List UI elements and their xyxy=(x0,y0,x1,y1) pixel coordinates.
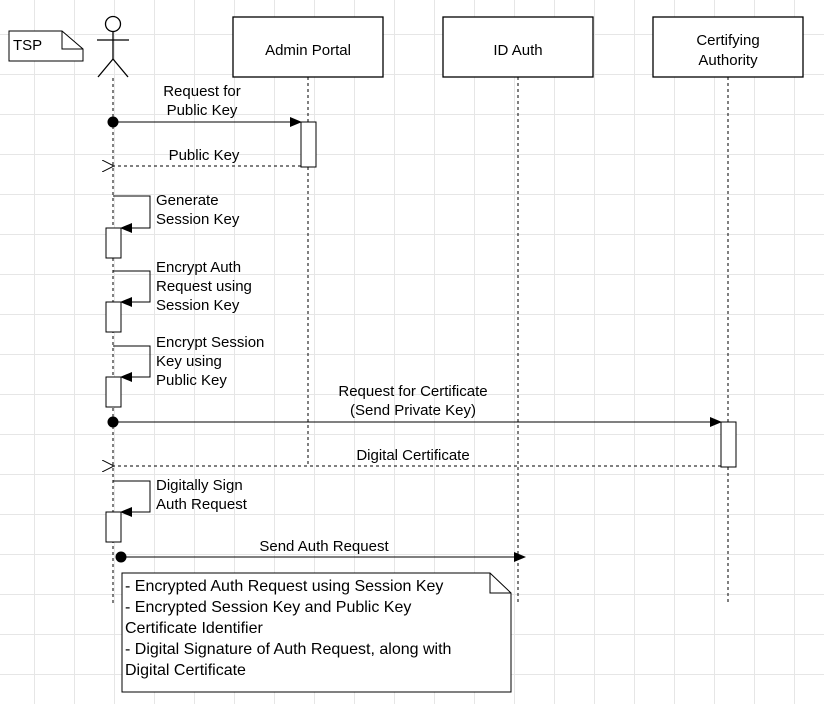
encrypt-session-label-line2: Key using xyxy=(156,353,222,370)
note-line-3: Certificate Identifier xyxy=(125,620,264,637)
request-certificate-label-line1: Request for Certificate xyxy=(338,383,487,400)
note-line-2: - Encrypted Session Key and Public Key xyxy=(125,599,411,616)
admin-portal-participant: Admin Portal xyxy=(232,16,384,78)
certifying-authority-label-line2: Authority xyxy=(698,52,758,69)
tsp-activation-2 xyxy=(105,301,122,333)
digitally-sign-label-line1: Digitally Sign xyxy=(156,477,243,494)
encrypt-auth-label-line1: Encrypt Auth xyxy=(156,259,241,276)
note-line-5: Digital Certificate xyxy=(125,662,246,679)
encrypt-auth-request-self-arrow xyxy=(113,270,151,307)
send-auth-request-label: Send Auth Request xyxy=(259,538,389,555)
certifying-authority-participant: Certifying Authority xyxy=(652,16,804,78)
certifying-authority-activation xyxy=(720,421,737,468)
admin-portal-label: Admin Portal xyxy=(265,42,351,59)
request-public-key-label-line2: Public Key xyxy=(167,102,238,119)
digitally-sign-label-line2: Auth Request xyxy=(156,496,248,513)
digitally-sign-self-arrow xyxy=(113,480,151,517)
generate-session-key-label-line2: Session Key xyxy=(156,211,240,228)
encrypt-session-key-self-arrow xyxy=(113,345,151,382)
note-line-1: - Encrypted Auth Request using Session K… xyxy=(125,578,443,595)
digital-certificate-label: Digital Certificate xyxy=(356,447,469,464)
request-public-key-label-line1: Request for xyxy=(163,83,241,100)
encrypt-session-label-line1: Encrypt Session xyxy=(156,334,264,351)
admin-portal-activation xyxy=(300,121,317,168)
encrypt-auth-label-line2: Request using xyxy=(156,278,252,295)
id-auth-label: ID Auth xyxy=(493,42,542,59)
tsp-label-text: TSP xyxy=(13,37,42,54)
tsp-activation-4 xyxy=(105,511,122,543)
note-line-4: - Digital Signature of Auth Request, alo… xyxy=(125,641,451,658)
request-certificate-label-line2: (Send Private Key) xyxy=(350,402,476,419)
id-auth-participant: ID Auth xyxy=(442,16,594,78)
tsp-activation-3 xyxy=(105,376,122,408)
tsp-label: TSP xyxy=(8,30,84,62)
generate-session-key-self-arrow xyxy=(113,195,151,233)
tsp-activation-1 xyxy=(105,227,122,259)
encrypt-session-label-line3: Public Key xyxy=(156,372,227,389)
certifying-authority-label-line1: Certifying xyxy=(696,32,759,49)
public-key-return-label: Public Key xyxy=(169,147,240,164)
auth-request-contents-note: - Encrypted Auth Request using Session K… xyxy=(121,572,512,693)
generate-session-key-label-line1: Generate xyxy=(156,192,219,209)
actor-icon xyxy=(97,15,129,78)
encrypt-auth-label-line3: Session Key xyxy=(156,297,240,314)
